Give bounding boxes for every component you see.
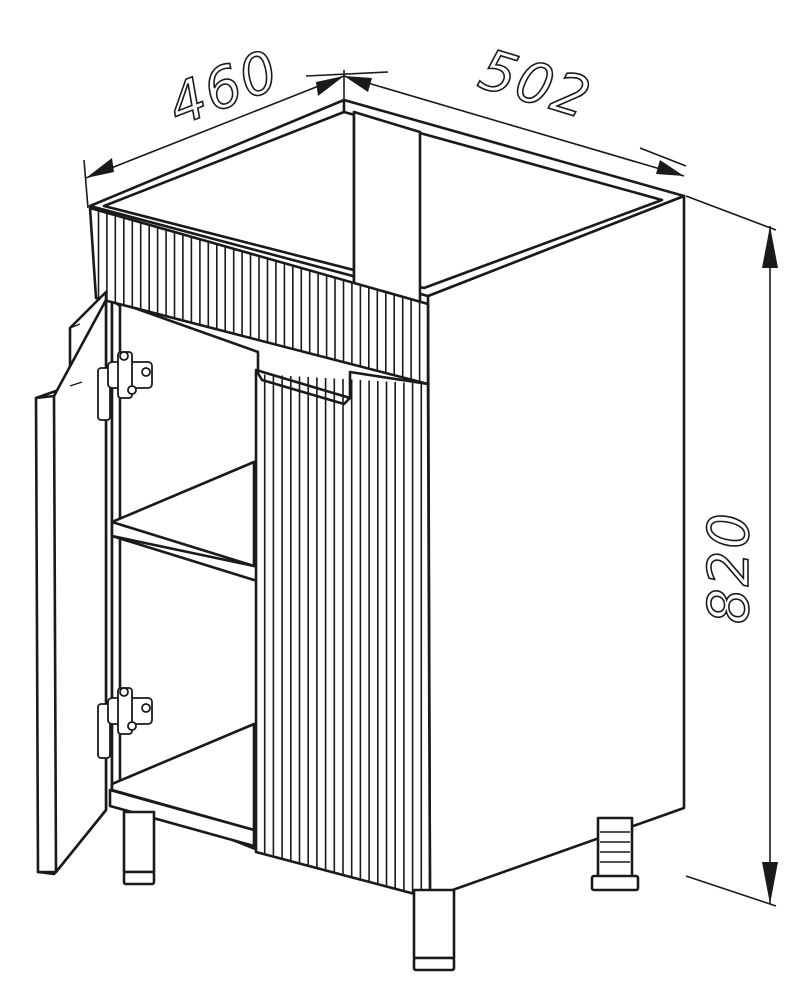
bottom-panel <box>108 722 256 848</box>
hinge-top <box>97 351 153 421</box>
hinge-bottom <box>97 687 153 759</box>
fluted-drawer-front <box>88 206 430 386</box>
fluted-right-door <box>254 368 432 900</box>
leg-back-left <box>122 810 156 886</box>
side-panel <box>426 194 686 900</box>
leg-adjuster-back-right <box>600 831 630 863</box>
dimension-height: 820 <box>685 195 778 907</box>
leg-front-left <box>412 888 456 972</box>
leg-back-right <box>590 816 640 892</box>
inner-shelf <box>110 460 256 582</box>
open-left-door <box>34 290 108 876</box>
dimension-height-label: 820 <box>697 511 762 624</box>
dimension-width-label: 502 <box>472 37 599 132</box>
